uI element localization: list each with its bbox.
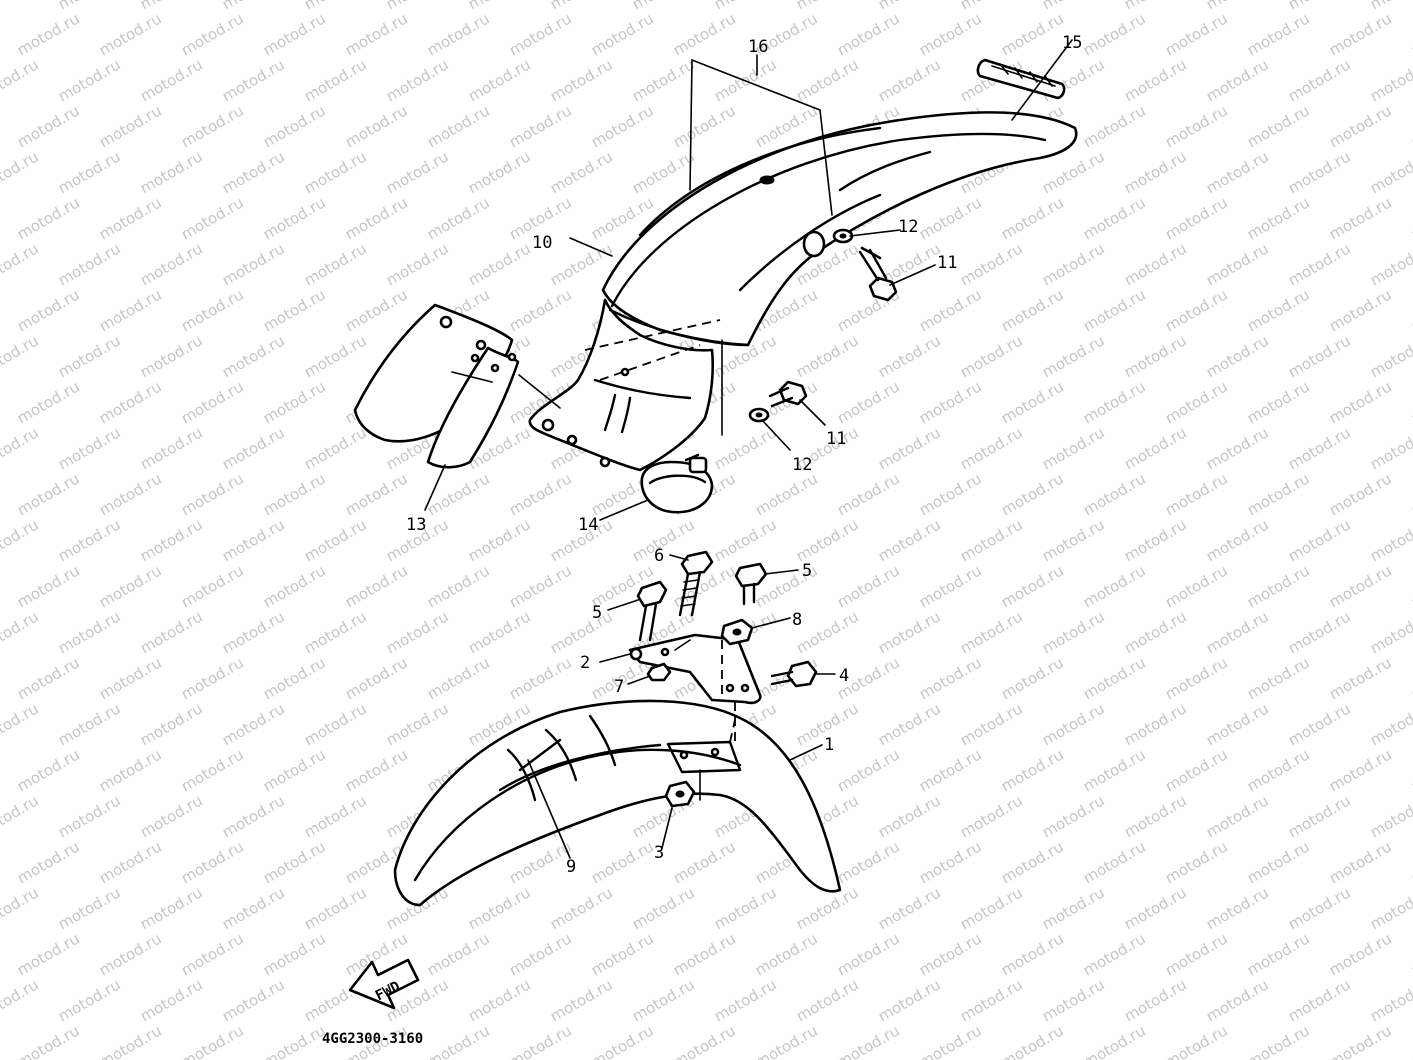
callout-7: 7	[614, 677, 624, 697]
bolt-5-left	[636, 580, 668, 642]
clamp-band	[640, 453, 714, 514]
rear-fender	[528, 111, 1078, 472]
callout-5-left: 5	[592, 603, 602, 623]
callout-6: 6	[654, 546, 664, 566]
leader-lines	[424, 39, 1073, 859]
callout-3: 3	[654, 843, 664, 863]
front-fender	[393, 699, 842, 907]
callout-5-right: 5	[802, 561, 812, 581]
callout-2: 2	[580, 653, 590, 673]
callout-10: 10	[532, 233, 552, 253]
mudflap-bracket	[353, 303, 561, 469]
callout-12-lower: 12	[792, 455, 812, 475]
callout-11-lower: 11	[826, 429, 846, 449]
nut-8	[720, 618, 754, 646]
callout-9: 9	[566, 857, 576, 877]
callout-4: 4	[839, 666, 849, 686]
callout-1: 1	[824, 735, 834, 755]
fwd-arrow-icon: FWD	[348, 958, 420, 1010]
callout-12-upper: 12	[898, 217, 918, 237]
emblem-badge	[976, 58, 1066, 100]
nut-7	[646, 662, 672, 682]
callout-numbers: 16 15 10 12 11 11 12 13 14 6 5 5 8 2 7 4…	[406, 33, 1082, 877]
bolt-4	[770, 660, 818, 688]
callout-15: 15	[1062, 33, 1082, 53]
drawing-code: 4GG2300-3160	[322, 1031, 423, 1047]
bolt-11-lower	[768, 380, 808, 408]
callout-14: 14	[578, 515, 598, 535]
nut-3	[664, 780, 696, 808]
callout-8: 8	[792, 610, 802, 630]
bolt-6	[678, 550, 714, 617]
callout-11-upper: 11	[937, 253, 957, 273]
callout-13: 13	[406, 515, 426, 535]
bracket-2	[628, 633, 762, 705]
callout-16: 16	[748, 37, 768, 57]
bolt-5-right	[734, 562, 768, 606]
bolt-11-upper	[858, 246, 898, 302]
washer-12-lower	[748, 407, 770, 423]
